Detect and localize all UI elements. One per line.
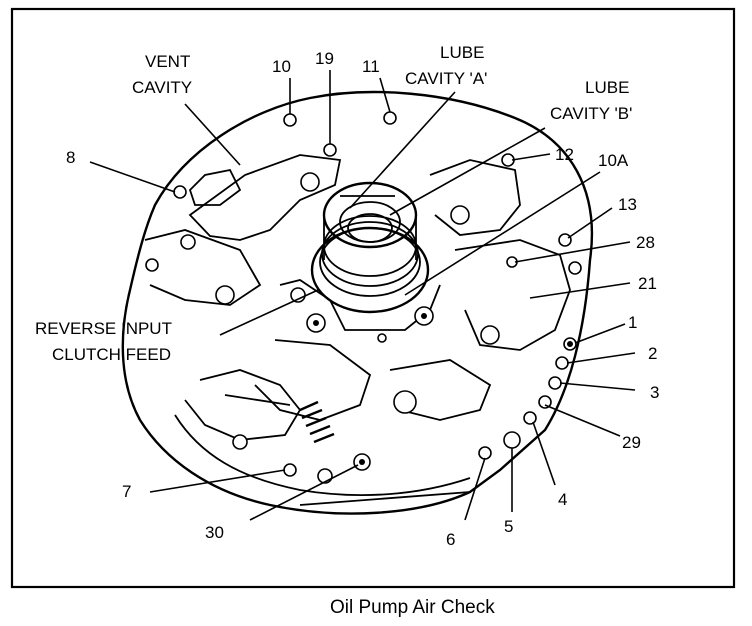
label-21: 21 [638,274,657,293]
label-reverse-input-line1: REVERSE INPUT [35,319,172,338]
label-5: 5 [504,517,513,536]
bolt-holes [145,111,582,484]
label-lube-cavity-a-line2: CAVITY 'A' [405,69,487,88]
label-10: 10 [272,57,291,76]
label-13: 13 [618,195,637,214]
spring [224,394,335,444]
label-19: 19 [315,49,334,68]
label-11: 11 [362,57,380,76]
label-12: 12 [555,145,574,164]
label-10a: 10A [598,151,629,170]
label-1: 1 [628,313,637,332]
label-29: 29 [622,433,641,452]
label-3: 3 [650,383,659,402]
central-hub [310,181,430,314]
label-2: 2 [648,344,657,363]
label-vent-cavity-line2: CAVITY [132,78,192,97]
leader-lines [89,70,636,521]
label-reverse-input-line2: CLUTCH FEED [52,345,171,364]
label-lube-cavity-a-line1: LUBE [440,43,484,62]
label-7: 7 [122,482,131,501]
figure-frame [10,7,736,589]
labels: VENT CAVITY LUBE CAVITY 'A' LUBE CAVITY … [35,43,659,549]
label-vent-cavity-line1: VENT [145,52,190,71]
label-4: 4 [558,490,567,509]
pump-body [121,90,594,515]
label-30: 30 [205,523,224,542]
label-lube-cavity-b-line2: CAVITY 'B' [550,104,632,123]
label-6: 6 [446,530,455,549]
label-28: 28 [636,233,655,252]
figure-caption: Oil Pump Air Check [330,597,495,618]
label-lube-cavity-b-line1: LUBE [585,78,629,97]
label-8: 8 [66,148,75,167]
